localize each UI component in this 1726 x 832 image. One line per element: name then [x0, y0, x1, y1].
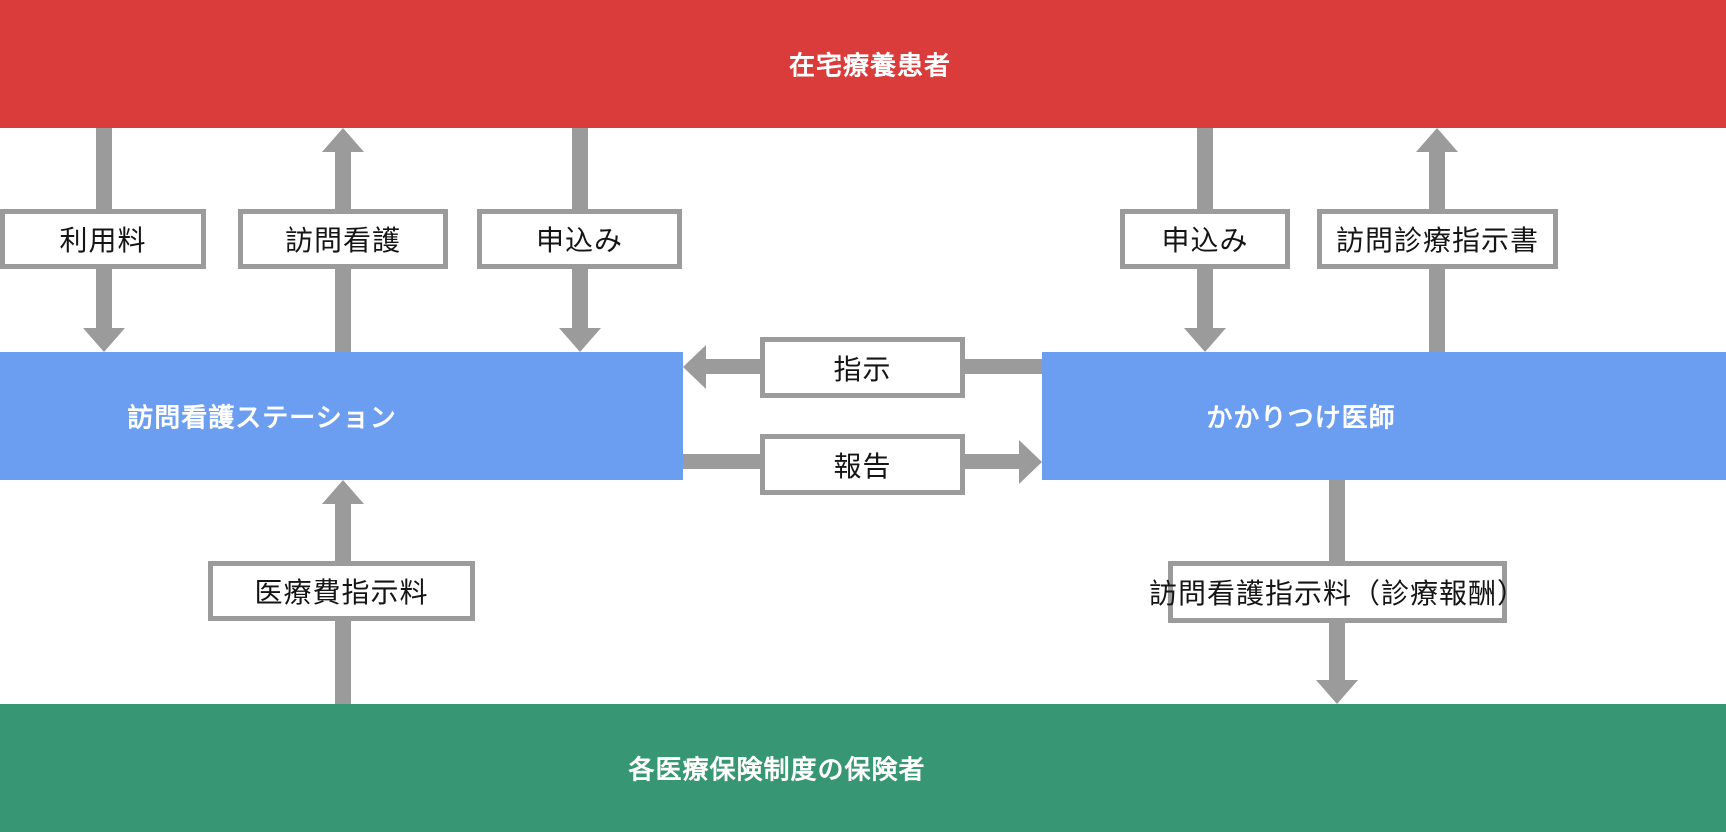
- visiting-nursing-label: 訪問看護: [284, 225, 401, 256]
- insurer-bar: 各医療保険制度の保険者: [0, 704, 1726, 832]
- instruction-label: 指示: [833, 353, 892, 385]
- arrow-instruction-doc-up-head: [1416, 128, 1458, 152]
- report-label: 報告: [833, 450, 892, 482]
- arrow-application-left-down-head: [559, 328, 601, 352]
- application-right-box: 申込み: [1120, 209, 1290, 269]
- visit-care-instruction-doc-box: 訪問診療指示書: [1317, 209, 1558, 269]
- usage-fee-box: 利用料: [0, 209, 206, 269]
- doctor-bar: かかりつけ医師: [1042, 352, 1726, 480]
- instruction-box: 指示: [760, 337, 965, 398]
- arrow-usage-fee-down-head: [83, 328, 125, 352]
- nursing-station-label: 訪問看護ステーション: [127, 402, 397, 433]
- nursing-instruction-fee-label: 訪問看護指示料（診療報酬）: [1149, 578, 1527, 609]
- visit-care-instruction-doc-label: 訪問診療指示書: [1335, 225, 1539, 256]
- arrow-medical-fee-up-head: [322, 480, 364, 504]
- nursing-instruction-fee-box: 訪問看護指示料（診療報酬）: [1149, 561, 1525, 623]
- arrow-nursing-fee-down-head: [1316, 680, 1358, 704]
- medical-fee-instruction-box: 医療費指示料: [208, 561, 475, 621]
- application-left-label: 申込み: [535, 225, 623, 256]
- arrow-application-right-down-head: [1184, 328, 1226, 352]
- application-left-box: 申込み: [477, 209, 682, 269]
- arrow-visiting-nursing-up-head: [322, 128, 364, 152]
- patient-label: 在宅療養患者: [788, 50, 952, 81]
- usage-fee-label: 利用料: [59, 225, 147, 256]
- medical-fee-instruction-label: 医療費指示料: [254, 577, 429, 608]
- report-box: 報告: [760, 434, 965, 495]
- insurer-label: 各医療保険制度の保険者: [628, 754, 926, 785]
- doctor-label: かかりつけ医師: [1206, 402, 1396, 433]
- application-right-label: 申込み: [1161, 225, 1249, 256]
- arrow-report-right-head: [1019, 440, 1042, 484]
- arrow-instruction-left-head: [683, 345, 706, 389]
- patient-bar: 在宅療養患者: [0, 0, 1726, 128]
- nursing-station-bar: 訪問看護ステーション: [0, 352, 683, 480]
- visiting-nursing-box: 訪問看護: [238, 209, 448, 269]
